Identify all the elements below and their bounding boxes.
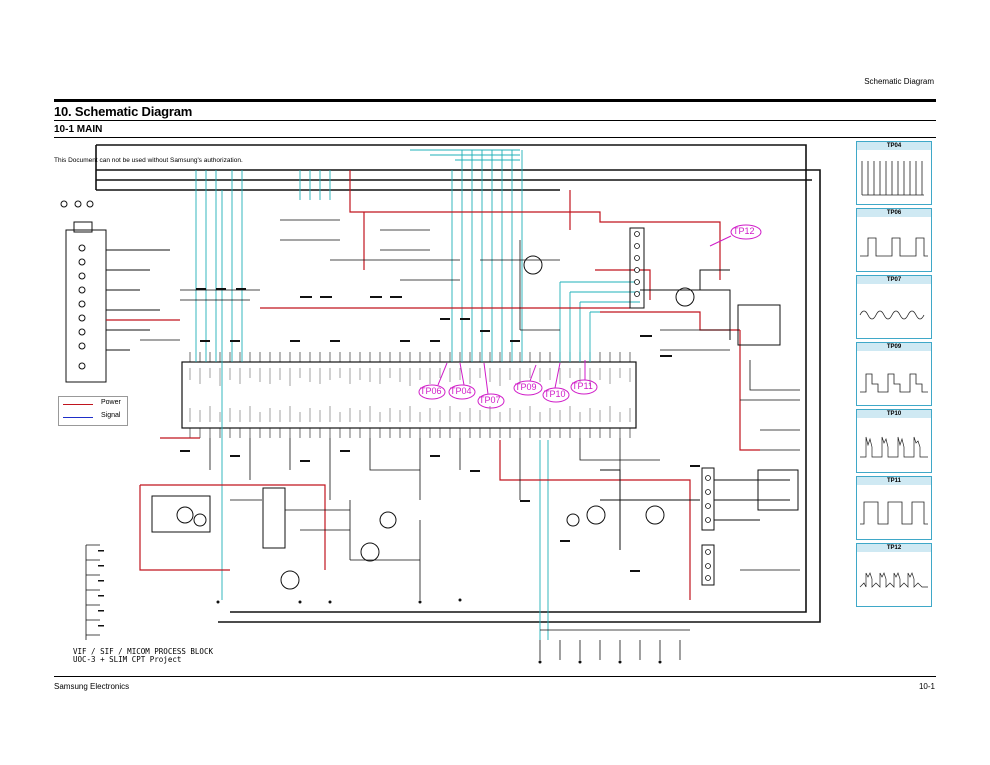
- legend-signal-label: Signal: [101, 412, 121, 419]
- subtitle-rule-top: [54, 120, 936, 121]
- tp10-label: TP10: [544, 389, 566, 399]
- waveform-tp10: TP10: [856, 409, 932, 473]
- waveform-tp11-trace: [860, 501, 928, 525]
- power-line-swatch: [63, 404, 93, 405]
- footer-rule: [54, 676, 936, 677]
- tp07-label: TP07: [479, 395, 501, 405]
- signal-line-swatch: [63, 417, 93, 418]
- waveform-tp06-title: TP06: [857, 209, 931, 217]
- waveform-tp07-title: TP07: [857, 276, 931, 284]
- waveform-tp09-trace: [860, 373, 928, 393]
- waveform-tp12-title: TP12: [857, 544, 931, 552]
- waveform-tp09-title: TP09: [857, 343, 931, 351]
- waveform-tp10-trace: [860, 436, 928, 458]
- legend-power: Power: [63, 399, 125, 409]
- tp06-label: TP06: [420, 386, 442, 396]
- authorization-notice: This Document can not be used without Sa…: [54, 157, 243, 164]
- waveform-panel: TP04 TP06 TP07 TP09 TP10 TP11 TP12: [856, 141, 932, 609]
- title-rule: [54, 99, 936, 102]
- waveform-tp04-trace: [861, 161, 924, 196]
- waveform-tp07: TP07: [856, 275, 932, 339]
- page-title: 10. Schematic Diagram: [54, 104, 193, 119]
- waveform-tp10-title: TP10: [857, 410, 931, 418]
- block-caption-line1: VIF / SIF / MICOM PROCESS BLOCK: [73, 647, 213, 656]
- waveform-tp06-trace: [860, 237, 928, 257]
- wire-legend: Power Signal: [58, 396, 128, 426]
- waveform-tp12-trace: [859, 572, 928, 588]
- waveform-tp07-trace: [859, 310, 925, 320]
- subtitle-rule-bottom: [54, 137, 936, 138]
- waveform-tp04: TP04: [856, 141, 932, 205]
- waveform-tp11-title: TP11: [857, 477, 931, 485]
- legend-power-label: Power: [101, 399, 121, 406]
- footer-company: Samsung Electronics: [54, 682, 130, 691]
- waveform-tp09: TP09: [856, 342, 932, 406]
- running-header: Schematic Diagram: [864, 77, 934, 86]
- legend-signal: Signal: [63, 412, 125, 422]
- tp04-label: TP04: [450, 386, 472, 396]
- waveform-tp06: TP06: [856, 208, 932, 272]
- block-caption-line2: UOC-3 + SLIM CPT Project: [73, 655, 182, 664]
- waveform-tp12: TP12: [856, 543, 932, 607]
- waveform-tp04-title: TP04: [857, 142, 931, 150]
- footer-page-number: 10-1: [918, 682, 935, 691]
- waveform-tp11: TP11: [856, 476, 932, 540]
- tp11-label: TP11: [572, 381, 593, 391]
- tp09-label: TP09: [515, 382, 537, 392]
- tp12-label: TP12: [733, 226, 755, 236]
- section-subtitle: 10-1 MAIN: [54, 124, 103, 135]
